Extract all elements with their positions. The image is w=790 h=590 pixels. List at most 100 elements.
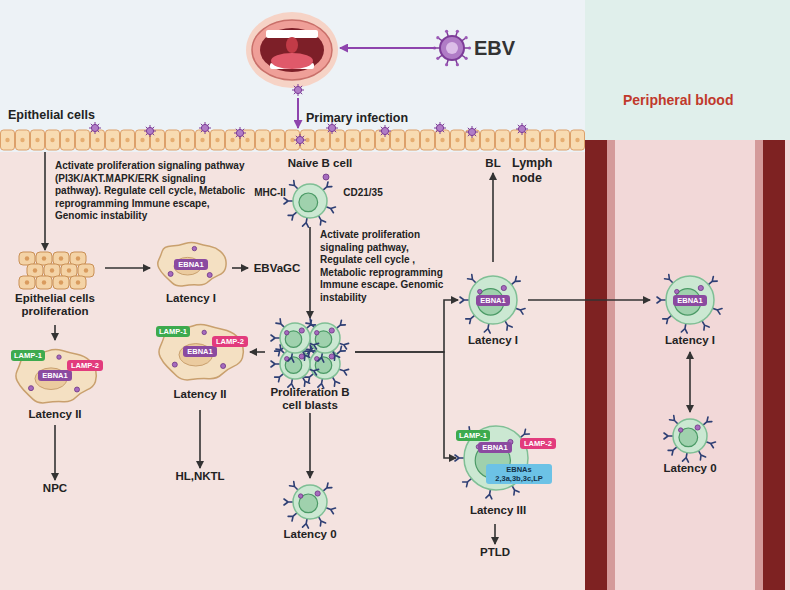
virus-particle [315,491,320,496]
epithelial-cell [151,130,165,150]
receptor-symbol [339,343,348,349]
cell-nucleus [230,138,234,142]
virus-particle [695,425,700,430]
protein-tag: EBNA1 [476,295,510,306]
node-text: HL,NKTL [160,470,240,483]
cell-nucleus [35,138,39,142]
virus-particle [29,386,34,391]
cell-nucleus [67,268,71,272]
cell-nucleus [530,138,534,142]
receptor-symbol [318,353,324,362]
epithelial-cell [27,264,43,277]
cell-nucleus [485,138,489,142]
cell-nucleus [5,138,9,142]
flow-arrow [250,351,265,353]
node-text: PTLD [470,546,520,559]
protein-tag: EBNAs 2,3a,3b,3c,LP [486,464,552,484]
virus-icon: EBV [432,28,532,68]
virus-particle [501,285,506,290]
epithelial-cell [496,130,510,150]
receptor-symbol [271,361,280,367]
node-text: Latency I [150,292,232,305]
cell-nucleus [200,138,204,142]
protein-tag: LAMP-1 [156,326,190,337]
virus-particle [285,331,289,335]
protein-tag: EBNA1 [38,370,72,381]
receptor-symbol [466,315,475,323]
receptor-symbol [336,346,345,354]
receptor-symbol [460,297,469,303]
node-text: Latency III [456,504,540,517]
node-text: Epithelial cells proliferation [5,292,105,318]
virus-capsid [440,36,464,60]
cell-nucleus [500,138,504,142]
cell-nucleus [335,138,339,142]
node-text: Latency II [150,388,250,401]
epithelial-cell [53,276,69,289]
spike-tip [436,57,439,60]
epithelial-cell [1,130,15,150]
b-cell-blasts: Proliferation B cell blasts [265,318,355,413]
node-text: Proliferation B cell blasts [265,386,355,412]
disease-label: BL [479,155,507,173]
epithelial-cell [61,130,75,150]
spike-tip [465,36,468,39]
cell-nucleus [155,138,159,142]
cell-nucleus [515,138,519,142]
disease-label: HL,NKTL [160,468,240,486]
cell-nucleus [285,331,302,348]
epithelial-cell [53,252,69,265]
cell-nucleus [80,138,84,142]
receptor-symbol [333,351,340,360]
epithelial-cell [346,130,360,150]
epithelial-cell [31,130,45,150]
spike-tip [456,30,459,33]
cell-nucleus [185,138,189,142]
epithelial-cell [571,130,585,150]
cell-nucleus [25,256,29,260]
receptor-symbol [463,479,472,487]
receptor-symbol [521,429,530,437]
epithelial-cell [556,130,570,150]
cell-nucleus [50,138,54,142]
node-text: Peripheral blood [623,92,783,109]
receptor-symbol [505,321,512,330]
protein-tag: LAMP-2 [67,360,103,371]
receptor-symbol [326,207,335,213]
receptor-symbol [288,353,294,362]
receptor-symbol [468,275,476,283]
receptor-symbol [271,335,280,341]
epithelial-cell [44,264,60,277]
epithelial-cell [106,130,120,150]
virus-particle [299,354,304,359]
cell-nucleus [315,331,332,348]
epithelial-cell [286,130,300,150]
cell-nucleus [425,138,429,142]
epithelial-cell [36,252,52,265]
receptor-symbol [681,324,687,333]
receptor-symbol [289,481,297,489]
flow-arrow [232,267,248,269]
spike-tip [445,30,448,33]
cell-nucleus [305,138,309,142]
virus-particle [192,246,196,250]
cell-nucleus [350,138,354,142]
receptor-symbol [333,377,340,386]
node-text: Latency I [458,334,528,347]
spike-tip [436,36,439,39]
flow-arrow [355,352,456,458]
receptor-symbol [275,348,284,356]
epithelial-cell [76,130,90,150]
epithelial-cell [70,276,86,289]
cell-nucleus [76,256,80,260]
receptor-symbol [708,276,717,284]
virus-particle [675,289,679,293]
receptor-symbol [713,308,722,314]
receptor-symbol [669,415,677,423]
epithelial-cell [181,130,195,150]
cell-nucleus [260,138,264,142]
flow-arrow [44,152,46,250]
b-cell [673,419,707,453]
epithelial-cell [436,130,450,150]
flow-arrow [199,410,201,468]
